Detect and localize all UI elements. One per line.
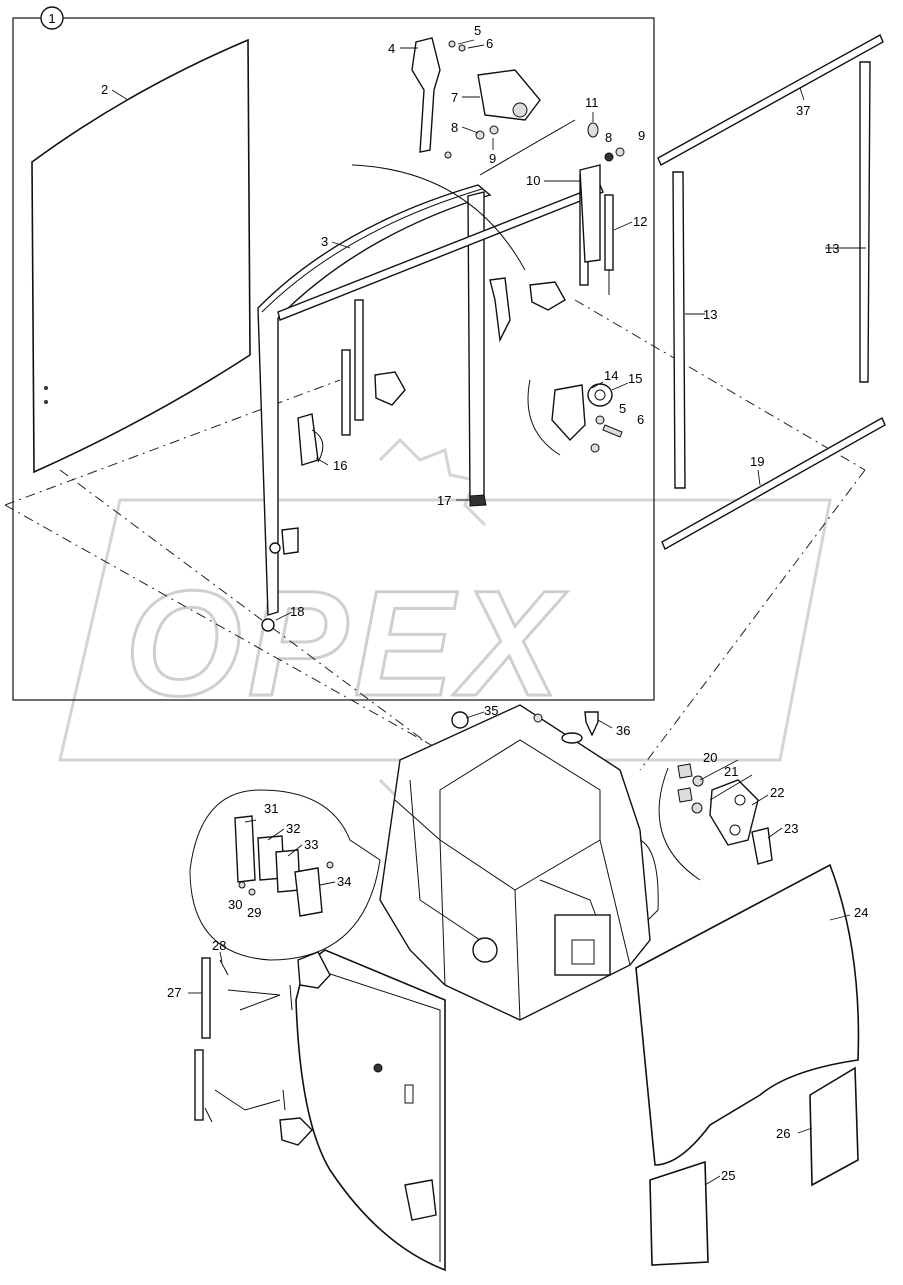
callout-29: 29 xyxy=(247,905,261,920)
door-glass-group xyxy=(194,949,446,1272)
group-frame xyxy=(12,17,655,701)
hinge-block xyxy=(477,69,541,121)
callout-16: 16 xyxy=(333,458,347,473)
callout-7: 7 xyxy=(451,90,458,105)
callout-2: 2 xyxy=(101,82,108,97)
callout-32: 32 xyxy=(286,821,300,836)
callout-12: 12 xyxy=(633,214,647,229)
leader-lines xyxy=(111,39,866,1186)
callout-27: 27 xyxy=(167,985,181,1000)
door-frame xyxy=(257,174,604,616)
glass-hole xyxy=(44,400,48,404)
callout-8: 8 xyxy=(451,120,458,135)
callout-5: 5 xyxy=(474,23,481,38)
door-glass xyxy=(295,949,446,1272)
callout-34: 34 xyxy=(337,874,351,889)
lock-detail-group xyxy=(189,789,381,961)
callout-4: 4 xyxy=(388,41,395,56)
callout-20: 20 xyxy=(703,750,717,765)
glass-patch-26 xyxy=(809,1066,859,1187)
callout-13a: 13 xyxy=(703,307,717,322)
callout-10: 10 xyxy=(526,173,540,188)
side-glass-panel xyxy=(31,38,251,474)
callout-6: 6 xyxy=(486,36,493,51)
seal-13-right xyxy=(859,61,871,383)
callout-23: 23 xyxy=(784,821,798,836)
glass-patch-25 xyxy=(649,1160,709,1266)
callout-9b: 9 xyxy=(638,128,645,143)
callouts: 2 3 4 5 6 7 8 9 10 11 8 9 12 13 13 14 15… xyxy=(101,23,868,1183)
callout-36: 36 xyxy=(616,723,630,738)
group-number-badge xyxy=(40,6,64,30)
seal-37 xyxy=(657,34,884,166)
callout-35: 35 xyxy=(484,703,498,718)
seals xyxy=(657,34,886,550)
group-number: 1 xyxy=(48,11,55,26)
watermark-text: OPEX xyxy=(125,559,568,727)
callout-18: 18 xyxy=(290,604,304,619)
glass-hole xyxy=(44,386,48,390)
hinge-bracket-group xyxy=(658,763,773,881)
callout-21: 21 xyxy=(724,764,738,779)
part-35 xyxy=(451,711,469,729)
projection-lines xyxy=(4,299,866,771)
pin-27 xyxy=(201,957,211,1039)
pin-27-lower xyxy=(194,1049,204,1121)
callout-25: 25 xyxy=(721,1168,735,1183)
callout-30: 30 xyxy=(228,897,242,912)
callout-8b: 8 xyxy=(605,130,612,145)
callout-22: 22 xyxy=(770,785,784,800)
latch-bracket xyxy=(411,37,441,153)
callout-15: 15 xyxy=(628,371,642,386)
callout-37: 37 xyxy=(796,103,810,118)
seal-13-left xyxy=(672,171,686,489)
callout-6b: 6 xyxy=(637,412,644,427)
bolt xyxy=(533,713,543,723)
callout-17: 17 xyxy=(437,493,451,508)
seal-19 xyxy=(661,417,886,550)
callout-13b: 13 xyxy=(825,241,839,256)
rear-glass-24 xyxy=(635,863,860,1166)
callout-28: 28 xyxy=(212,938,226,953)
callout-31: 31 xyxy=(264,801,278,816)
cab-frame xyxy=(379,704,659,1021)
callout-26: 26 xyxy=(776,1126,790,1141)
callout-33: 33 xyxy=(304,837,318,852)
callout-24: 24 xyxy=(854,905,868,920)
callout-11: 11 xyxy=(585,95,599,110)
hardware-group-box xyxy=(261,37,625,632)
callout-9: 9 xyxy=(489,151,496,166)
callout-19: 19 xyxy=(750,454,764,469)
part-36 xyxy=(584,711,599,737)
callout-14: 14 xyxy=(604,368,618,383)
callout-5b: 5 xyxy=(619,401,626,416)
callout-3: 3 xyxy=(321,234,328,249)
